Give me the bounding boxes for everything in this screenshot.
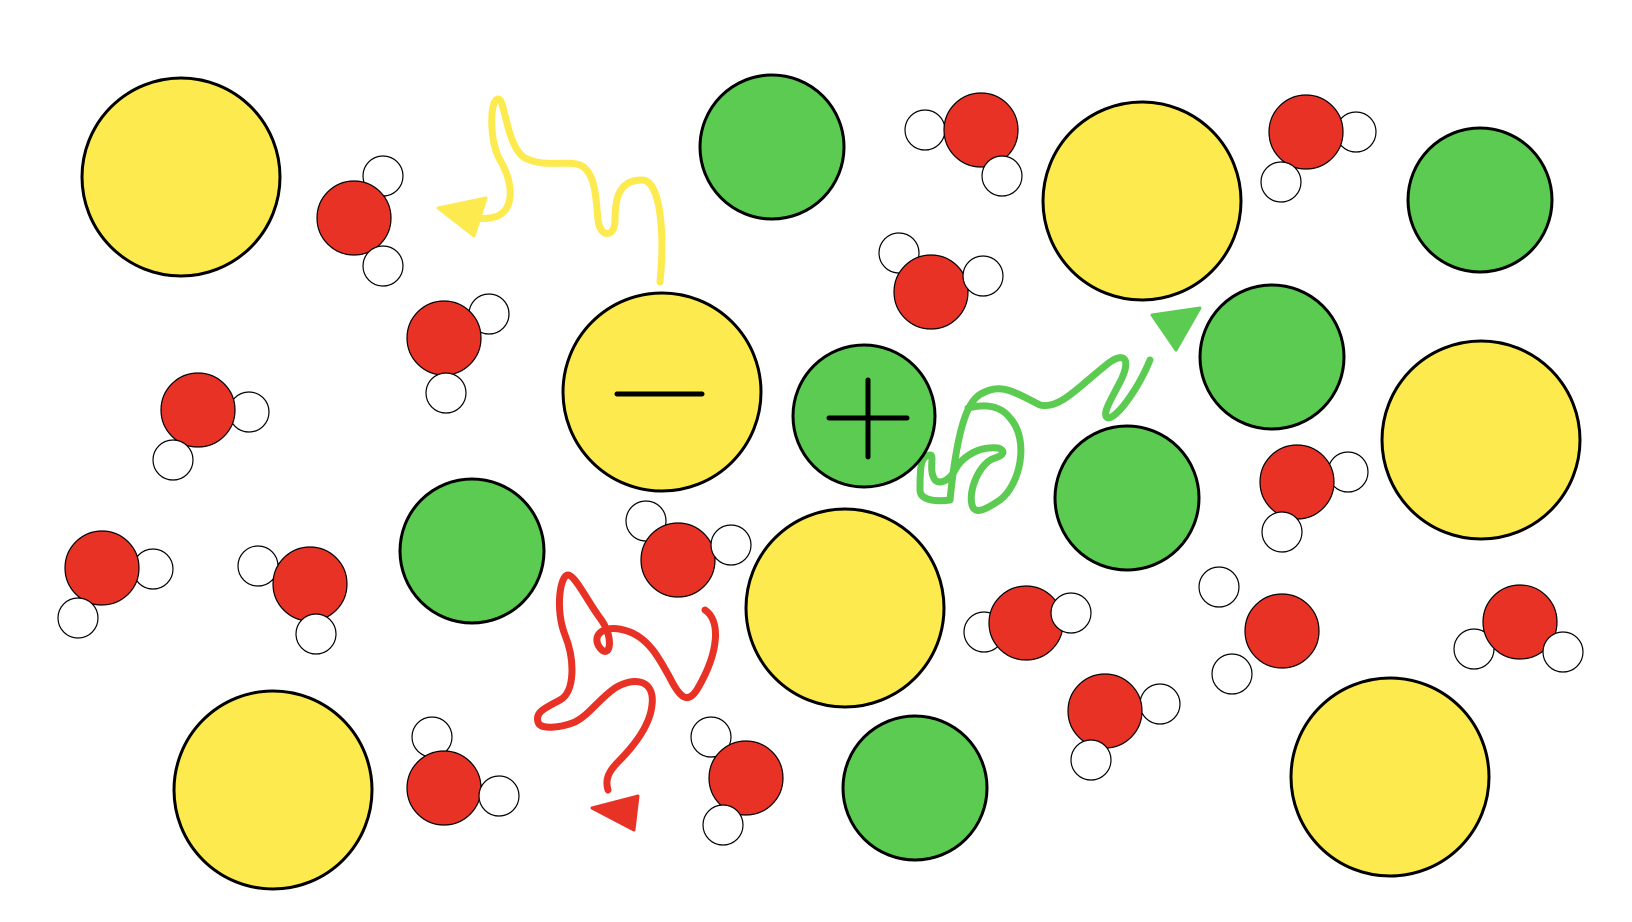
anion-particle: [1380, 339, 1582, 541]
water-molecule: [1453, 584, 1584, 673]
hydrogen-atom: [425, 372, 467, 414]
water-molecule: [406, 716, 520, 826]
hydrogen-atom: [1198, 566, 1240, 608]
water-molecule: [1259, 444, 1369, 553]
water-molecule: [904, 92, 1023, 197]
water-molecule: [878, 232, 1004, 330]
anion-particle: [1041, 100, 1243, 302]
water-molecule: [690, 716, 784, 846]
oxygen-atom: [316, 180, 392, 256]
hydrogen-atom: [710, 524, 752, 566]
hydrogen-atom: [1211, 653, 1253, 695]
oxygen-atom: [64, 530, 140, 606]
oxygen-atom: [1067, 673, 1143, 749]
hydrogen-atom: [152, 439, 194, 481]
oxygen-atom: [272, 546, 348, 622]
water-molecule: [237, 545, 348, 655]
oxygen-atom: [1244, 593, 1320, 669]
water-molecule: [406, 293, 510, 414]
hydrogen-atom: [1070, 739, 1112, 781]
charge-symbol-layer: [614, 377, 910, 460]
hydrogen-atom: [981, 155, 1023, 197]
anion-particle: [80, 76, 282, 278]
water-molecule: [625, 500, 752, 598]
oxygen-atom: [708, 740, 784, 816]
trajectory-layer: [436, 95, 1202, 832]
hydrogen-atom: [478, 775, 520, 817]
hydrogen-atom: [702, 804, 744, 846]
oxygen-atom: [943, 92, 1019, 168]
anion-particle: [1289, 676, 1491, 878]
cation-trajectory-arrowhead: [1150, 306, 1202, 352]
hydrogen-atom: [295, 613, 337, 655]
water-trajectory-arrowhead: [590, 794, 640, 832]
oxygen-atom: [406, 300, 482, 376]
cation-particle: [1406, 126, 1554, 274]
anion-trajectory-arrowhead: [436, 196, 488, 238]
hydrogen-atom: [1139, 683, 1181, 725]
oxygen-atom: [1268, 94, 1344, 170]
water-molecule: [1260, 94, 1377, 203]
hydrogen-atom: [57, 597, 99, 639]
hydrogen-atom: [904, 109, 946, 151]
hydrogen-atom: [690, 716, 732, 758]
oxygen-atom: [160, 372, 236, 448]
oxygen-atom: [406, 750, 482, 826]
anion-particle: [744, 507, 946, 709]
cation-particle: [841, 714, 989, 862]
hydrogen-atom: [1261, 511, 1303, 553]
plus-sign-icon: [826, 377, 910, 460]
water-molecule: [152, 372, 270, 481]
cation-trajectory-path: [916, 354, 1154, 514]
water-trajectory-path: [534, 571, 719, 794]
particle-layer: [57, 73, 1584, 891]
cation-particle: [1198, 283, 1346, 431]
cation-particle: [698, 73, 846, 221]
hydrogen-atom: [962, 255, 1004, 297]
cation-particle: [1053, 424, 1201, 572]
oxygen-atom: [988, 585, 1064, 661]
hydrogen-atom: [1542, 631, 1584, 673]
water-molecule: [1198, 566, 1320, 695]
hydrogen-atom: [237, 545, 279, 587]
cation-particle: [398, 477, 546, 625]
hydrogen-atom: [1050, 592, 1092, 634]
water-molecule: [1067, 673, 1181, 781]
water-molecule: [963, 585, 1092, 661]
hydrogen-atom: [362, 245, 404, 287]
water-molecule: [316, 155, 404, 287]
oxygen-atom: [640, 522, 716, 598]
oxygen-atom: [1482, 584, 1558, 660]
water-molecule: [57, 530, 174, 639]
anion-particle: [172, 689, 374, 891]
anion-trajectory-path: [456, 95, 666, 286]
oxygen-atom: [893, 254, 969, 330]
oxygen-atom: [1259, 444, 1335, 520]
hydrogen-atom: [1260, 161, 1302, 203]
